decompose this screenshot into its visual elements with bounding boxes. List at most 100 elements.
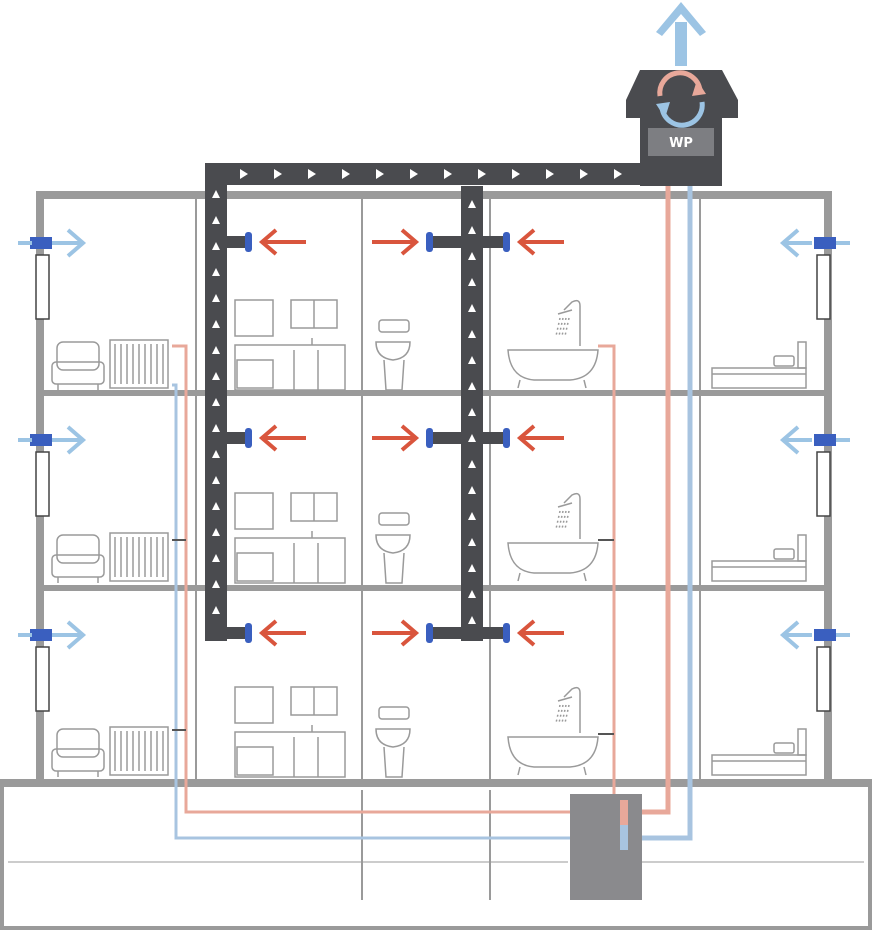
supply-arrow-left-icon <box>516 424 564 452</box>
radiator-icon <box>109 726 169 776</box>
arrow-head <box>400 228 420 256</box>
arrow-head <box>779 425 800 455</box>
valve-icon <box>426 428 433 448</box>
duct-arrow <box>512 169 520 179</box>
duct-arrow <box>212 450 220 458</box>
duct-arrow <box>546 169 554 179</box>
duct-arrow <box>478 169 486 179</box>
duct-arrow <box>274 169 282 179</box>
sofa-icon <box>51 341 105 390</box>
duct-arrow <box>468 538 476 546</box>
vent-icon <box>30 434 52 446</box>
duct-arrow <box>212 346 220 354</box>
radiator-icon <box>109 339 169 389</box>
vent-pipe <box>836 438 850 442</box>
duct-arrow <box>212 294 220 302</box>
supply-arrow-left-icon <box>258 424 306 452</box>
duct-arrow <box>468 252 476 260</box>
vent-icon <box>814 237 836 249</box>
vent-pipe <box>836 633 850 637</box>
arrow-head <box>779 228 800 258</box>
duct-arrow <box>468 304 476 312</box>
duct-arrow <box>468 460 476 468</box>
duct-arrow <box>468 564 476 572</box>
duct-arrow <box>614 169 622 179</box>
supply-air-arrows <box>258 228 564 647</box>
duct-arrow <box>212 268 220 276</box>
wall-vents <box>18 228 850 712</box>
wall-vent-left <box>18 425 87 517</box>
supply-arrow-right-icon <box>372 424 420 452</box>
arrow-head <box>400 424 420 452</box>
duct-arrow <box>212 554 220 562</box>
arrow-head <box>516 228 536 256</box>
arrow-head <box>258 228 278 256</box>
vent-icon <box>814 434 836 446</box>
arrow-head <box>258 424 278 452</box>
heat-pump-label: WP <box>669 136 693 151</box>
vent-pipe <box>18 633 32 637</box>
arrow-head <box>516 424 536 452</box>
duct-arrow <box>468 278 476 286</box>
duct-arrow <box>468 330 476 338</box>
heating-pipes <box>172 160 693 841</box>
toilet-icon <box>375 706 411 778</box>
kitchen-icon <box>234 492 346 584</box>
wall-panel <box>35 451 50 517</box>
duct-arrow <box>468 616 476 624</box>
supply-arrow-left-icon <box>516 228 564 256</box>
duct-arrow <box>468 408 476 416</box>
duct-arrow <box>212 424 220 432</box>
valve-icon <box>245 428 252 448</box>
supply-arrow-left-icon <box>258 619 306 647</box>
duct-arrow <box>410 169 418 179</box>
wall-panel <box>35 254 50 320</box>
duct-arrow <box>580 169 588 179</box>
vent-pipe <box>836 241 850 245</box>
duct-arrow <box>212 580 220 588</box>
arrow-head <box>516 619 536 647</box>
vent-pipe <box>18 438 32 442</box>
valve-icon <box>426 623 433 643</box>
wall-vent-left <box>18 620 87 712</box>
duct-arrow <box>212 476 220 484</box>
kitchen-icon <box>234 686 346 778</box>
duct-arrow <box>468 590 476 598</box>
supply-arrow-right-icon <box>372 228 420 256</box>
valve-icon <box>503 623 510 643</box>
supply-arrow-right-icon <box>372 619 420 647</box>
furniture <box>51 299 807 778</box>
duct-arrow <box>212 528 220 536</box>
radiator-icon <box>109 532 169 582</box>
arrow-head <box>779 620 800 650</box>
supply-arrow-left-icon <box>258 228 306 256</box>
vent-pipe <box>18 241 32 245</box>
arrow-head <box>258 619 278 647</box>
vent-icon <box>814 629 836 641</box>
wall-vent-right <box>779 620 850 712</box>
valve-icon <box>245 623 252 643</box>
bathtub-shower-icon <box>507 492 599 582</box>
bathtub-shower-icon <box>507 686 599 776</box>
wall-vent-right <box>779 425 850 517</box>
hot-water-tank <box>570 794 642 900</box>
arrow-head <box>66 228 87 258</box>
bed-icon <box>711 534 807 582</box>
arrow-head <box>66 620 87 650</box>
bathtub-shower-icon <box>507 299 599 389</box>
duct-flow-arrows <box>212 169 622 624</box>
valve-icon <box>245 232 252 252</box>
valve-icon <box>426 232 433 252</box>
vent-icon <box>30 237 52 249</box>
arrow-head <box>400 619 420 647</box>
duct-arrow <box>342 169 350 179</box>
valve-icon <box>503 232 510 252</box>
wall-vent-right <box>779 228 850 320</box>
duct-arrow <box>376 169 384 179</box>
duct-arrow <box>212 372 220 380</box>
recirculation-arrows-icon <box>656 70 706 128</box>
basement <box>0 779 872 930</box>
kitchen-icon <box>234 299 346 391</box>
duct-arrow <box>212 606 220 614</box>
vent-icon <box>30 629 52 641</box>
